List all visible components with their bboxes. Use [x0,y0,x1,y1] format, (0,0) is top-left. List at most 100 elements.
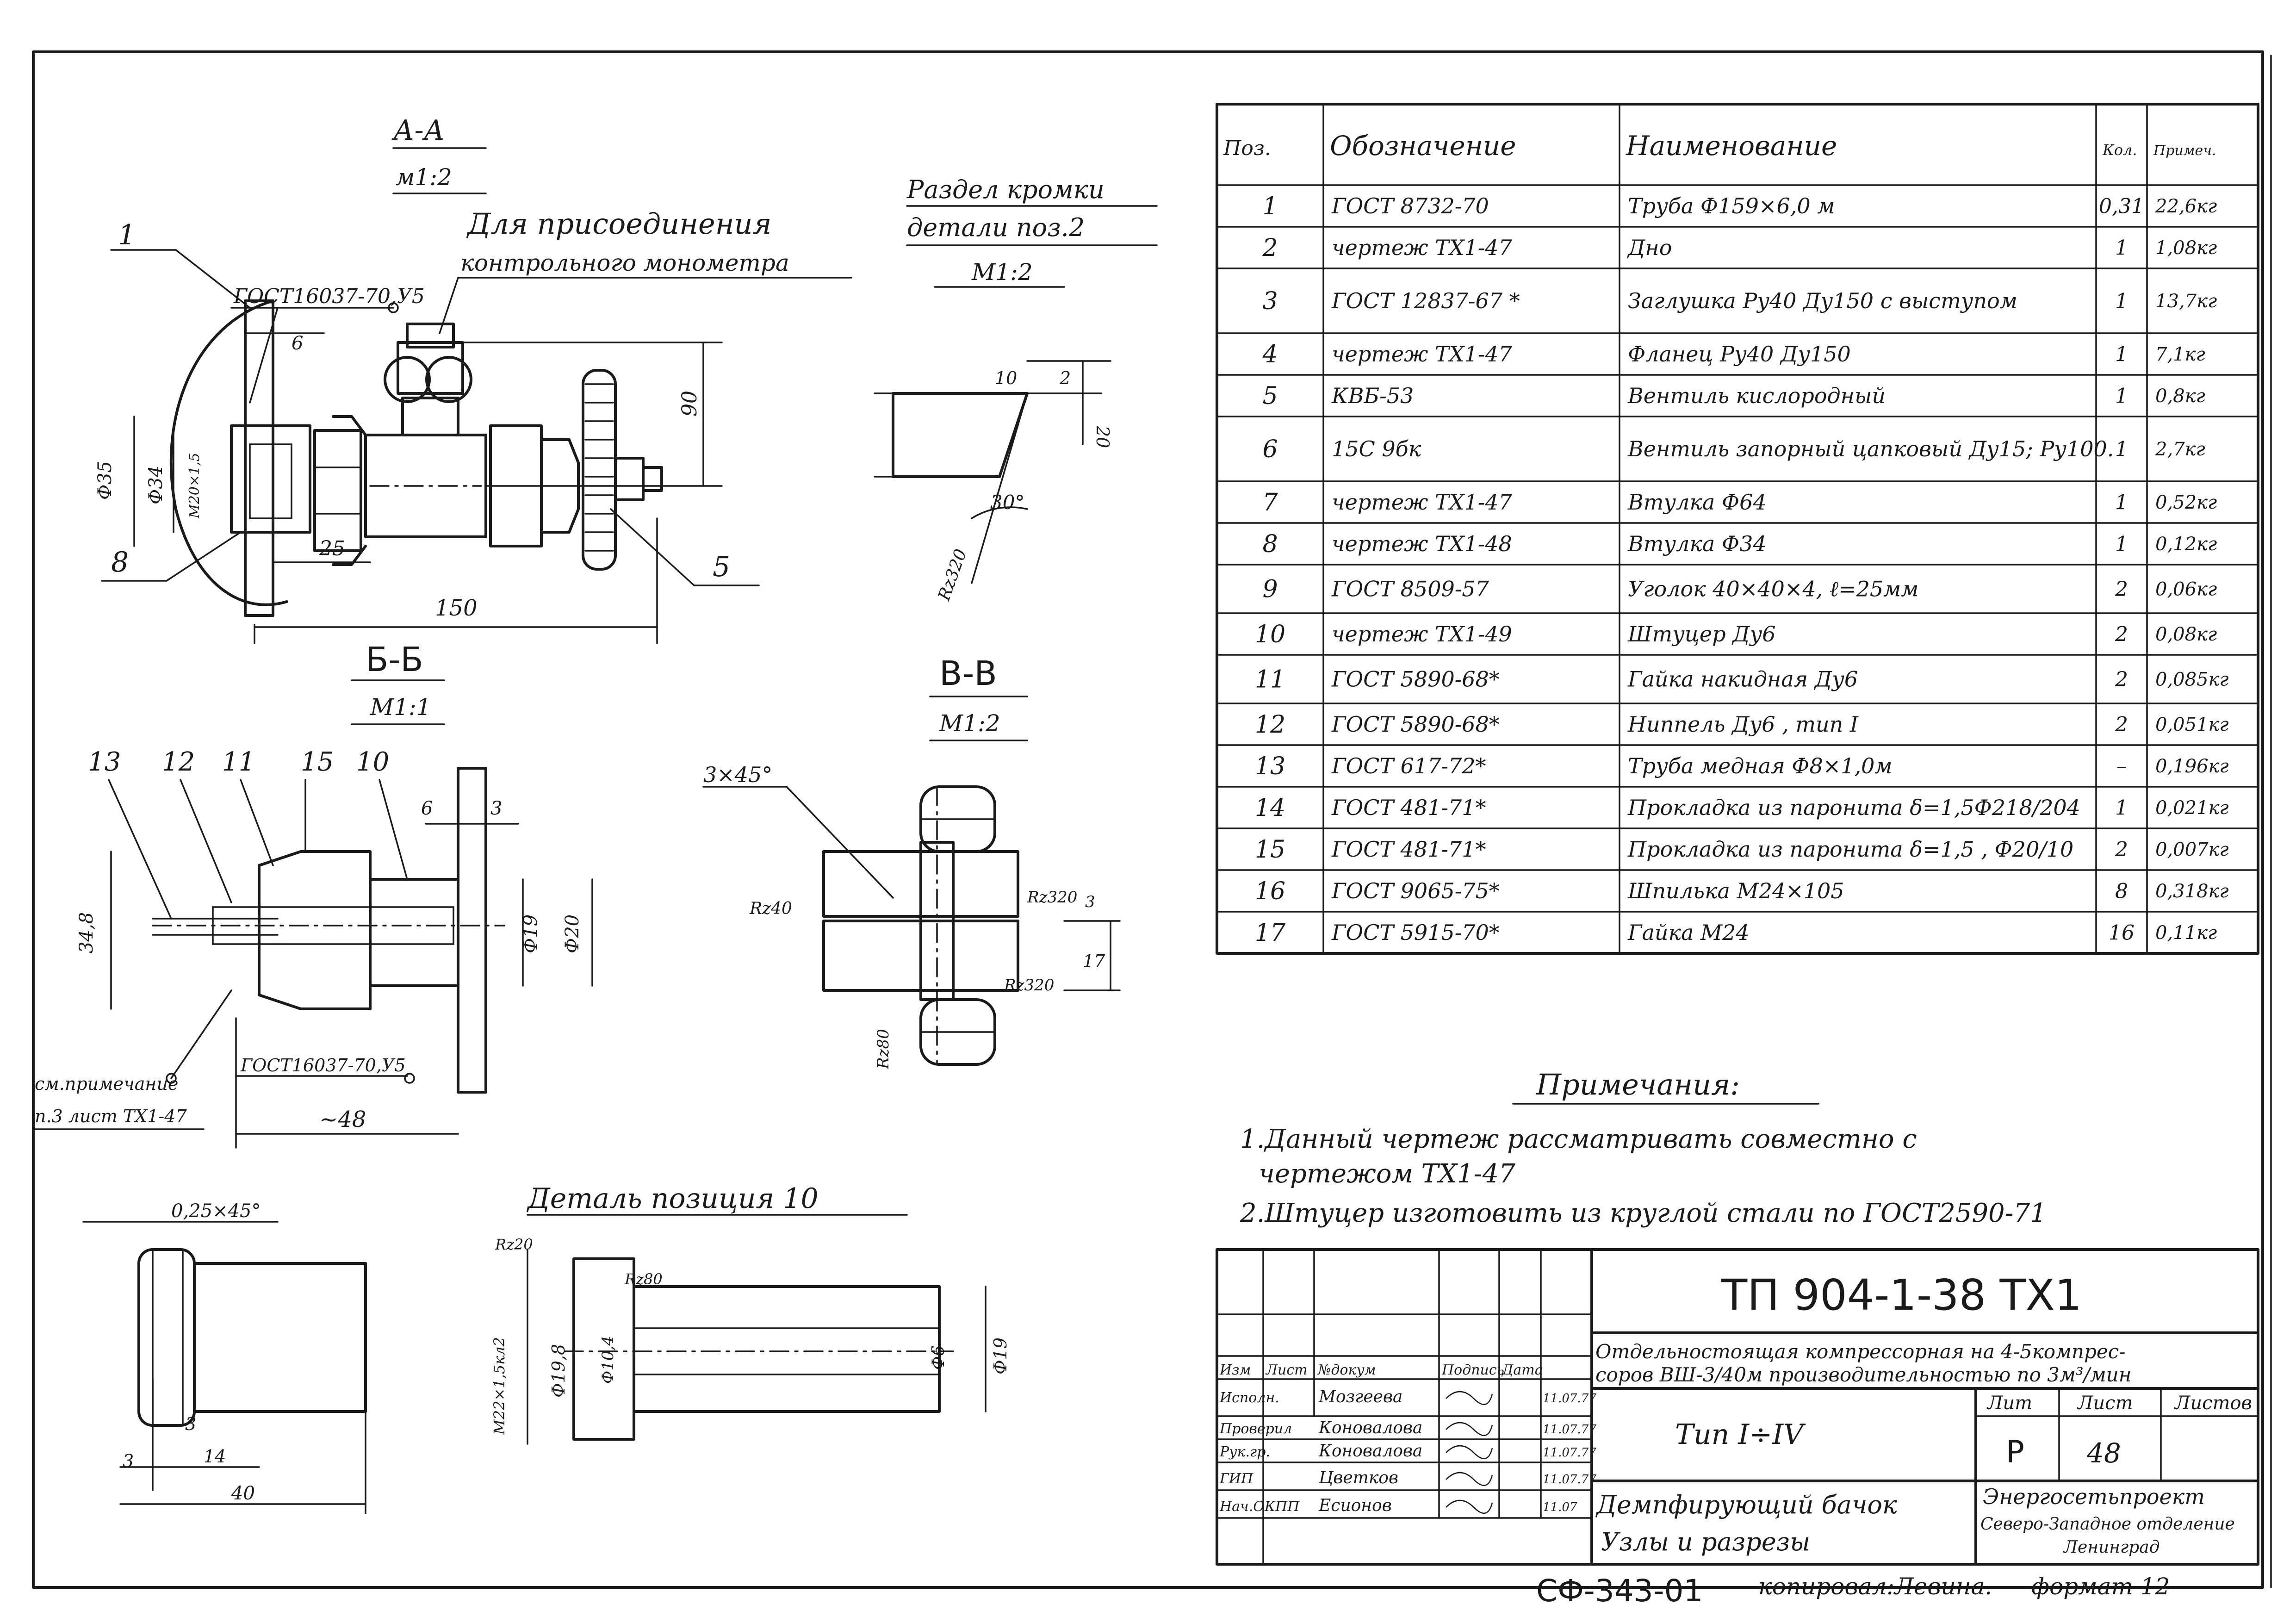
dim-d10-19: Ф19 [990,1337,1011,1374]
spec-cell: 2 [2115,668,2128,691]
section-aa-title: А-А [391,114,445,147]
spec-cell: 0,11кг [2155,922,2217,944]
spec-cell: 22,6кг [2155,196,2217,217]
spec-cell: 2 [2115,622,2128,646]
spec-cell: 1 [2115,342,2128,366]
spec-cell: Гайка М24 [1627,920,1750,945]
spec-cell: 0,52кг [2155,492,2217,513]
dim-aa-25: 25 [319,537,345,560]
tb-name: Коновалова [1318,1442,1422,1461]
spec-cell: 16 [2109,921,2135,945]
dim-d10-m: М22×1,5кл2 [490,1337,508,1435]
spec-header-cell: Кол. [2102,141,2137,159]
spec-cell: чертеж ТХ1-47 [1332,490,1513,515]
tb-name: Мозгеева [1318,1387,1402,1406]
dim-bb-20: Ф20 [562,914,583,953]
spec-cell: чертеж ТХ1-49 [1332,622,1512,647]
tb-col-header: №докум [1317,1362,1376,1378]
spec-cell: ГОСТ 9065-75* [1331,878,1500,903]
spec-cell: 13 [1255,752,1285,780]
title-desc-2: соров ВШ-3/40м производительностью по 3м… [1595,1363,2131,1386]
title-org-2: Северо-Западное отделение [1980,1515,2235,1534]
dim-d10-3b: 3 [185,1414,196,1434]
dim-d10-198: Ф19,8 [548,1344,569,1398]
spec-cell: Втулка Ф34 [1627,531,1767,556]
title-desc-1: Отдельностоящая компрессорная на 4-5комп… [1595,1340,2125,1363]
spec-cell: ГОСТ 5915-70* [1331,920,1500,945]
tb-signature [1446,1391,1493,1405]
dim-vv-17: 17 [1083,951,1105,971]
section-vv-scale: М1:2 [939,710,1000,737]
tb-col-header: Подпись [1441,1362,1504,1378]
tb-name: Цветков [1318,1468,1398,1487]
title-block: ТП 904-1-38 ТХ1 Отдельностоящая компресс… [1216,1248,2259,1566]
note-line-2: чертежом ТХ1-47 [1259,1159,1515,1189]
notes: Примечания: 1.Данный чертеж рассматриват… [1240,1068,2047,1228]
spec-cell: 6 [1262,435,1278,463]
dim-vv-3: 3 [1085,893,1095,911]
spec-cell: 11 [1255,666,1285,694]
tb-role: Проверил [1219,1421,1292,1437]
spec-cell: 15С 9бк [1332,436,1421,461]
callout-1: 1 [118,219,136,251]
note-line-1: 1.Данный чертеж рассматривать совместно … [1240,1124,1917,1154]
see-note-line2: п.3 лист ТХ1-47 [35,1106,187,1126]
footer-copied: копировал:Левина. [1758,1573,1992,1600]
tb-date: 11.07 [1543,1500,1577,1514]
spec-cell: Шпилька М24×105 [1627,878,1844,903]
section-bb-title: Б-Б [366,640,423,679]
spec-cell: 5 [1262,382,1278,410]
spec-cell: 1 [2115,437,2128,461]
spec-cell: чертеж ТХ1-47 [1332,235,1513,260]
dim-edge-2: 2 [1059,368,1071,388]
title-sheet: 48 [2086,1437,2121,1469]
spec-cell: ГОСТ 481-71* [1331,837,1486,862]
tb-role: Нач.ОКПП [1219,1499,1300,1515]
tb-col-header: Лист [1265,1362,1308,1378]
note-connect-line1: Для присоединения [466,207,772,241]
tb-name: Есионов [1318,1496,1392,1515]
footer-format: формат 12 [2031,1573,2170,1600]
tb-signature [1446,1499,1493,1514]
tb-name: Коновалова [1318,1418,1422,1437]
title-sheet-label: Лист [2077,1393,2133,1414]
spec-cell: – [2116,754,2127,778]
title-drawing-1: Демпфирующий бачок [1595,1490,1898,1519]
title-stage-label: Лит [1986,1393,2032,1414]
dim-aa-90: 90 [678,391,701,417]
dim-d10-rz80: Rz80 [624,1270,663,1288]
section-vv: В-В М1:2 3×45° Rz40 Rz320 Rz320 Rz80 3 1… [702,654,1121,1070]
dim-vv-rz80: Rz80 [874,1029,893,1070]
spec-cell: 14 [1255,794,1285,822]
cut-detail-title: Раздел кромки [906,175,1105,204]
spec-cell: Уголок 40×40×4, ℓ=25мм [1628,577,1918,602]
dim-d10-40: 40 [231,1483,255,1504]
spec-cell: ГОСТ 12837-67 * [1331,288,1520,313]
footer-archive: СФ-343-01 [1536,1573,1703,1609]
spec-cell: 0,085кг [2155,669,2229,690]
spec-cell: 0,021кг [2155,797,2229,819]
section-aa: А-А м1:2 Для присоединения контрольного … [94,114,852,644]
spec-cell: 7 [1262,489,1278,516]
title-sheets-label: Листов [2174,1393,2252,1414]
spec-cell: 10 [1255,621,1285,648]
title-org-3: Ленинград [2063,1538,2159,1557]
dim-d10-104: Ф10,4 [599,1336,617,1384]
spec-cell: Труба Ф159×6,0 м [1628,193,1835,218]
cut-detail-scale: М1:2 [971,259,1033,286]
spec-cell: 0,007кг [2155,839,2229,860]
spec-cell: 1 [1262,193,1278,220]
section-bb: Б-Б М1:1 13 12 11 15 10 34,8 Ф19 Ф20 6 3 [32,640,593,1149]
sheet-frame [32,50,2264,1589]
spec-cell: Дно [1627,235,1672,260]
